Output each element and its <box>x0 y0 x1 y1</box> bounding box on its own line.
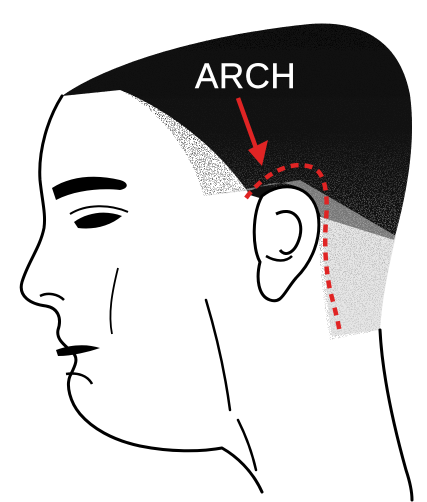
facial-features <box>40 177 128 384</box>
ear-outline <box>254 187 319 301</box>
nasolabial-fold <box>110 268 118 334</box>
nostril <box>40 294 64 300</box>
cheek-line <box>206 300 230 410</box>
eye <box>74 213 122 229</box>
neck-back-line <box>380 330 412 500</box>
face-profile-line <box>21 96 140 446</box>
mouth <box>56 345 100 356</box>
jaw-line <box>140 446 262 492</box>
eyebrow <box>52 177 127 200</box>
arch-label: ARCH <box>195 57 296 96</box>
ear <box>254 187 319 301</box>
